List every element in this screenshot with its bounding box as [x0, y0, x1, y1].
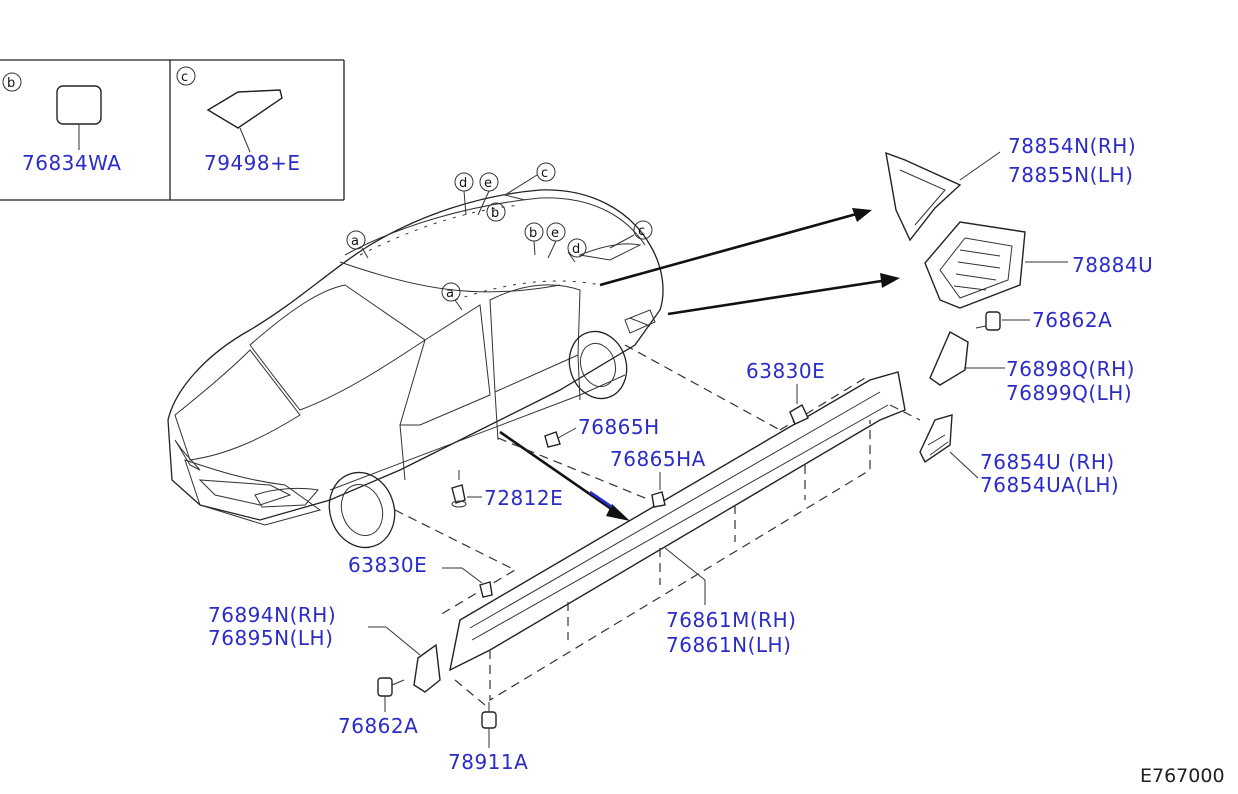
marker-c2-circle — [633, 220, 653, 240]
screw-part-top — [975, 311, 1030, 331]
label-76862A-top: 76862A — [1032, 308, 1112, 332]
label-76894N: 76894N(RH) — [208, 603, 336, 627]
label-78854N: 78854N(RH) — [1008, 134, 1136, 158]
mudguard-part-right — [929, 331, 1005, 386]
inset-panel: b 76834WA c 79498+E — [0, 59, 345, 201]
marker-b1-circle — [486, 202, 506, 222]
label-63830E-left: 63830E — [348, 553, 427, 577]
vent-part — [924, 221, 1068, 309]
car-marker-c2: c — [638, 224, 645, 239]
label-78884U: 78884U — [1072, 253, 1153, 277]
car-marker-a2: a — [446, 286, 454, 301]
label-76895N: 76895N(LH) — [208, 626, 333, 650]
plate-part-icon — [206, 89, 283, 129]
screw-part-bottom — [481, 702, 497, 748]
inset-b-marker: b — [7, 76, 15, 91]
label-72812E: 72812E — [484, 486, 563, 510]
install-guides — [394, 344, 921, 616]
label-78855N: 78855N(LH) — [1008, 163, 1133, 187]
car-marker-c1: c — [541, 166, 548, 181]
diagram-reference: E767000 — [1140, 765, 1225, 787]
label-63830E-right: 63830E — [746, 359, 825, 383]
label-76865HA: 76865HA — [610, 447, 706, 471]
label-78911A: 78911A — [448, 750, 528, 774]
label-76854U: 76854U (RH) — [980, 450, 1115, 474]
bracket-part — [919, 414, 979, 479]
label-76862A-bottom: 76862A — [338, 714, 418, 738]
car-marker-e1: e — [484, 176, 492, 191]
car-marker-d1: d — [459, 176, 467, 191]
arrows — [499, 208, 900, 521]
car-marker-b2: b — [529, 226, 537, 241]
label-76865H: 76865H — [578, 415, 660, 439]
car-marker-b1: b — [491, 206, 499, 221]
pad-part-icon — [56, 85, 102, 125]
side-sill-part — [449, 371, 906, 706]
car-marker-e2: e — [551, 226, 559, 241]
label-76854UA: 76854UA(LH) — [980, 473, 1119, 497]
inset-c-marker: c — [181, 70, 188, 85]
clips — [442, 384, 809, 598]
mudguard-part-left — [368, 626, 441, 693]
car-illustration: a a d e c b b e d c — [167, 162, 664, 549]
marker-c1-circle — [536, 162, 556, 182]
inset-c-part-label: 79498+E — [204, 151, 301, 175]
inset-b-part-label: 76834WA — [22, 151, 122, 175]
marker-a1-circle — [346, 230, 366, 250]
screw-part-bottom-left — [377, 677, 405, 712]
marker-a2-circle — [441, 282, 461, 302]
rear-quarter-trim-part — [885, 151, 1001, 242]
label-76899Q: 76899Q(LH) — [1006, 381, 1132, 405]
label-76861M: 76861M(RH) — [666, 608, 796, 632]
marker-b-circle — [2, 72, 22, 92]
car-marker-d2: d — [572, 242, 580, 257]
car-marker-a1: a — [351, 234, 359, 249]
label-76898Q: 76898Q(RH) — [1006, 357, 1135, 381]
marker-c-circle — [176, 66, 196, 86]
marker-d2-circle — [567, 238, 587, 258]
label-76861N: 76861N(LH) — [666, 633, 791, 657]
